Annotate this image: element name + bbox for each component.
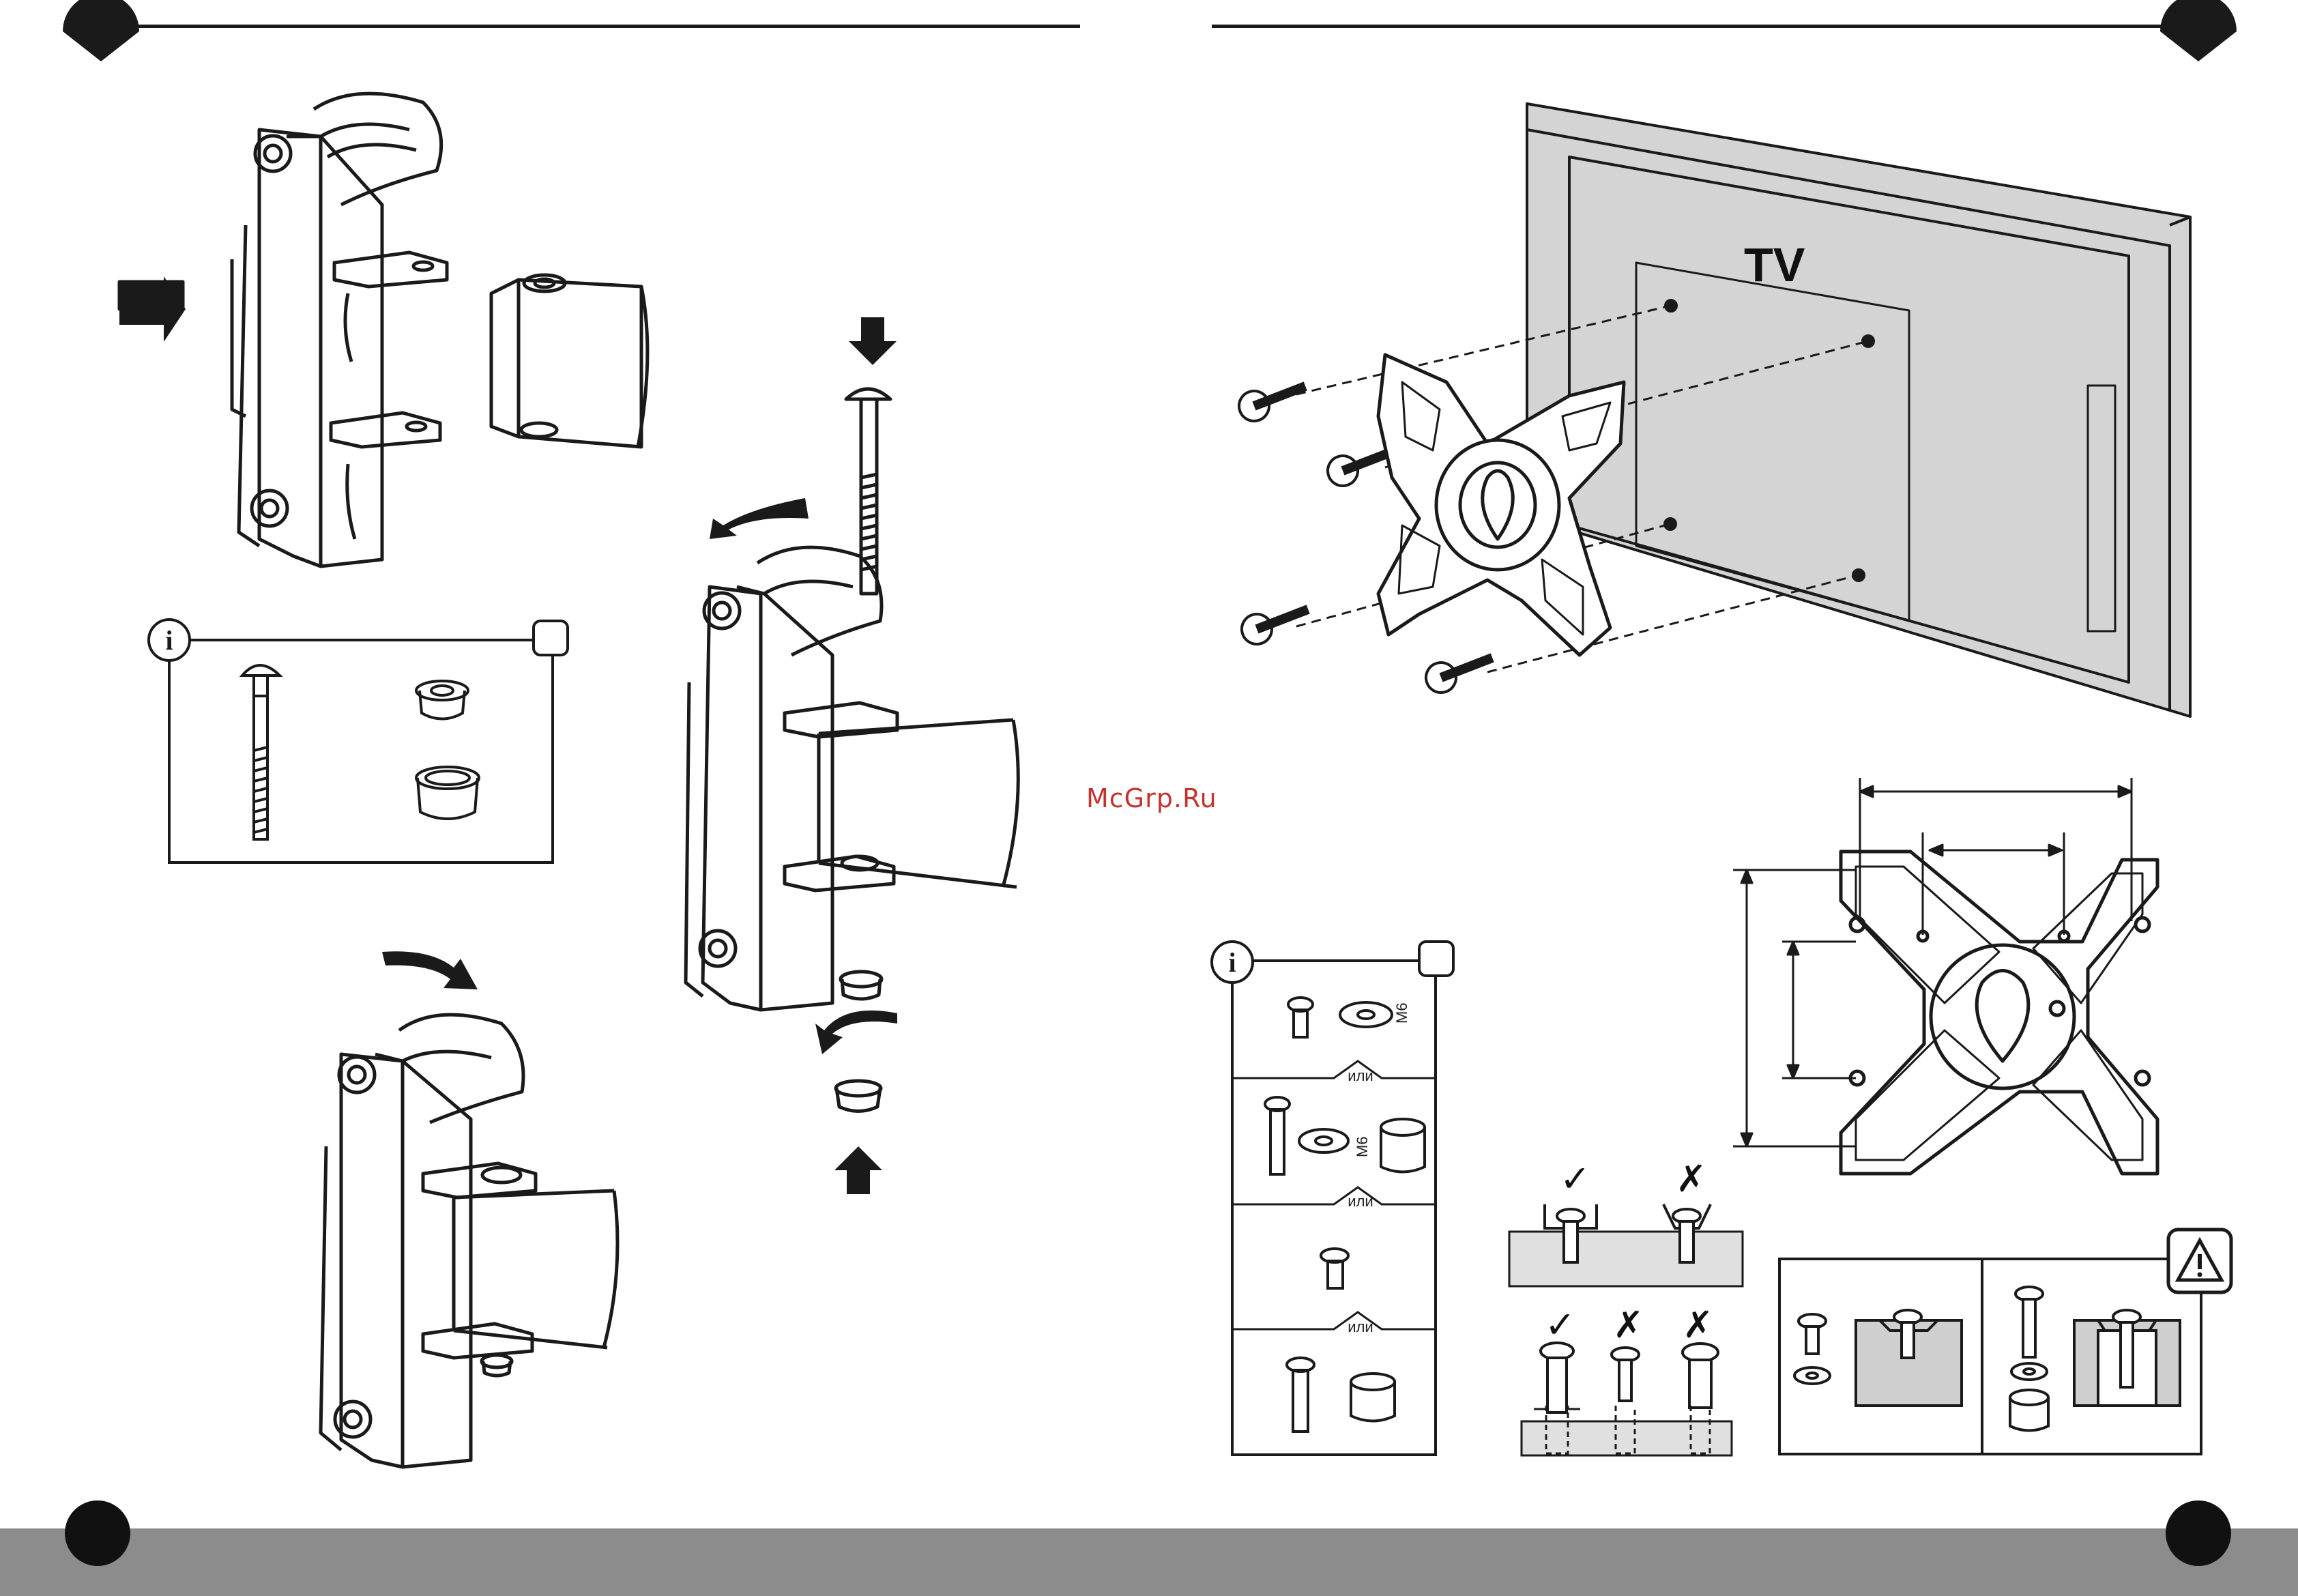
kit-box-right: i или или или M6 M6	[1212, 942, 1453, 1455]
check-bad-icon: ✗	[1683, 1303, 1713, 1346]
header-left	[63, 0, 1080, 61]
screw-icon	[1423, 650, 1498, 695]
watermark: McGrp.Ru	[1086, 783, 1217, 813]
carriage-bolt-icon	[242, 665, 280, 839]
screw-icon	[1236, 378, 1311, 424]
or-label-2: или	[1348, 1193, 1373, 1210]
corner-marker-top-right	[2160, 0, 2237, 61]
screw-fit-diagram-top: ✓ ✗	[1509, 1157, 1743, 1286]
kit-box-left: i	[149, 620, 568, 862]
check-ok-icon: ✓	[1560, 1157, 1590, 1200]
rotate-arrow-icon	[815, 1011, 897, 1054]
svg-text:i: i	[1228, 947, 1236, 978]
arrow-up-icon	[834, 1146, 882, 1194]
or-label-3: или	[1348, 1318, 1373, 1335]
page-marker-left	[65, 1500, 130, 1566]
step3-bracket-illustration	[321, 951, 617, 1467]
m6-label-1: M6	[1393, 1002, 1410, 1024]
rotate-left-arrow-icon	[710, 498, 809, 539]
tv-illustration	[1527, 104, 2190, 716]
screw-fit-diagram-bottom: ✓ ✗ ✗	[1522, 1303, 1732, 1455]
check-ok-icon: ✓	[1545, 1303, 1575, 1346]
vesa-dimension-diagram	[1733, 778, 2157, 1174]
page-marker-right	[2166, 1500, 2231, 1566]
step2-bracket-illustration	[686, 317, 1018, 1194]
header-right	[1212, 0, 2237, 61]
flange-nut-icon	[416, 681, 468, 719]
check-bad-icon: ✗	[1613, 1303, 1644, 1346]
step1-bracket-illustration	[119, 93, 648, 566]
tv-label: TV	[1744, 238, 1805, 291]
corner-marker-top-left	[63, 0, 139, 61]
check-bad-icon: ✗	[1676, 1157, 1706, 1200]
footer-bar	[0, 1528, 2298, 1596]
rotate-right-arrow-icon	[382, 951, 478, 989]
m6-label-2: M6	[1354, 1136, 1371, 1157]
warning-box	[1779, 1230, 2231, 1454]
cap-icon	[416, 767, 479, 819]
svg-text:i: i	[165, 625, 173, 656]
arrow-down-icon	[849, 317, 897, 365]
or-label-1: или	[1348, 1067, 1373, 1084]
